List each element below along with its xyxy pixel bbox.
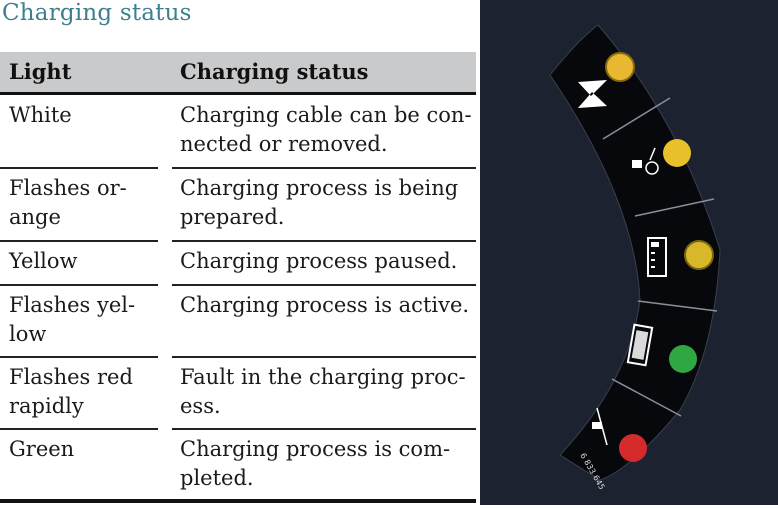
segment-divider: [611, 378, 682, 417]
led-green: [669, 345, 697, 373]
led-white-yellow: [605, 52, 635, 82]
status-cell: Charging process is being prepared.: [180, 176, 459, 229]
status-cell: Fault in the charging proc-ess.: [180, 365, 466, 418]
document-page: Charging status Light Charging status Wh…: [0, 0, 478, 505]
row-divider: [0, 167, 158, 169]
row-divider: [172, 428, 476, 430]
row-divider: [172, 356, 476, 358]
header-light: Light: [9, 59, 72, 84]
indicator-panel-image: 6 833 645: [549, 24, 721, 491]
segment-divider: [637, 300, 718, 312]
battery-partial-icon: [647, 237, 667, 277]
header-charging-status: Charging status: [180, 59, 369, 84]
light-cell: White: [9, 103, 72, 127]
table-header: Light Charging status: [0, 52, 476, 95]
status-cell: Charging process is com-pleted.: [180, 437, 451, 490]
status-cell: Charging process is active.: [180, 293, 470, 317]
battery-full-icon: [626, 323, 654, 367]
segment-divider: [602, 97, 671, 140]
section-title: Charging status: [2, 0, 192, 26]
light-cell: Green: [9, 437, 75, 461]
row-divider: [0, 240, 158, 242]
led-yellow: [684, 240, 714, 270]
table-bottom-rule: [0, 499, 476, 503]
row-divider: [172, 240, 476, 242]
light-cell: Flashes red rapidly: [9, 365, 133, 418]
led-flashes-orange: [663, 139, 691, 167]
led-red: [619, 434, 647, 462]
status-cell: Charging cable can be con-nected or remo…: [180, 103, 472, 156]
row-divider: [0, 356, 158, 358]
hourglass-icon: [578, 80, 607, 108]
plug-fault-icon: [592, 407, 608, 446]
charging-indicator-photo: 6 833 645: [480, 0, 778, 505]
row-divider: [0, 428, 158, 430]
row-divider: [0, 284, 158, 286]
row-divider: [172, 284, 476, 286]
row-divider: [172, 167, 476, 169]
status-cell: Charging process paused.: [180, 249, 458, 273]
segment-divider: [634, 198, 715, 217]
light-cell: Flashes yel-low: [9, 293, 136, 346]
plug-timer-icon: [632, 147, 659, 175]
light-cell: Flashes or-ange: [9, 176, 127, 229]
light-cell: Yellow: [9, 249, 78, 273]
